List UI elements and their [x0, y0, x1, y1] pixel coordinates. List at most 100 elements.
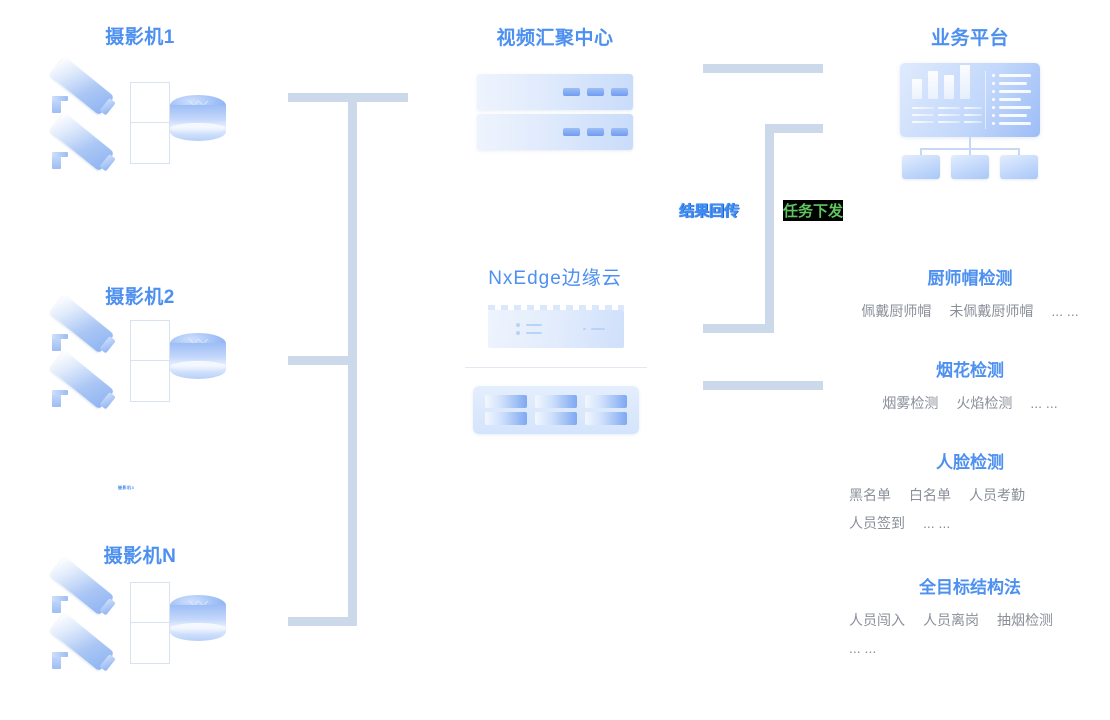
detection-items-chef-hat: 佩戴厨师帽未佩戴厨师帽... ...: [830, 297, 1110, 325]
router-band: [170, 623, 226, 634]
dashboard-separator: [985, 71, 986, 129]
camera-bracket-line: [169, 82, 170, 164]
platform-tree-drop: [969, 148, 971, 156]
flow-label-task-dispatch: 任务下发: [783, 200, 844, 221]
task-bus-bottom-arm: [703, 324, 774, 333]
video-center-title: 视频汇聚中心: [496, 28, 614, 49]
task-bus-vertical: [765, 124, 774, 333]
chip-mark: [583, 328, 586, 330]
detection-items-full-target: 人员闯入人员离岗抽烟检测 ... ...: [830, 606, 1110, 662]
dashboard-row: [999, 90, 1031, 93]
dashboard-row: [999, 106, 1031, 109]
camera-mount-icon: [52, 390, 68, 407]
chip-teeth: [488, 305, 624, 310]
detection-item: 人员签到: [849, 515, 905, 531]
blade-slot: [585, 412, 627, 425]
dashboard-bullet: [992, 106, 995, 109]
detection-row: 佩戴厨师帽未佩戴厨师帽... ...: [830, 297, 1110, 325]
camera-to-router-line: [130, 122, 172, 123]
edge-cloud-title: NxEdge边缘云: [488, 268, 622, 289]
rack-led-icon: [611, 128, 628, 136]
camera-group-1-title: 摄影机1: [105, 27, 175, 48]
platform-bus-top: [703, 64, 823, 73]
detection-title-fireworks: 烟花检测: [936, 361, 1004, 380]
rack-led-icon: [587, 128, 604, 136]
detection-item: ... ...: [1051, 303, 1079, 319]
dashboard-bar: [944, 75, 954, 99]
platform-tree-drop: [1018, 148, 1020, 156]
blade-slot: [485, 395, 527, 408]
dashboard-line: [964, 114, 982, 116]
edge-blade-server-icon: [473, 386, 639, 434]
dashboard-line: [964, 107, 982, 109]
camera-bus-branch-top: [288, 93, 408, 102]
edge-cloud-divider: [465, 367, 647, 368]
dashboard-bullet: [992, 98, 995, 101]
detection-item: 抽烟检测: [997, 612, 1053, 628]
detection-row: 烟雾检测火焰检测... ...: [830, 389, 1110, 417]
dashboard-bullet: [992, 82, 995, 85]
dashboard-bullet: [992, 90, 995, 93]
dashboard-bullet: [992, 114, 995, 117]
router-band: [170, 361, 226, 372]
camera-to-router-line: [130, 360, 172, 361]
detection-item: 烟雾检测: [882, 395, 939, 411]
camera-link-line: [130, 401, 170, 402]
dashboard-line: [964, 121, 982, 123]
blade-slot: [485, 412, 527, 425]
detection-items-face: 黑名单白名单人员考勤 人员签到... ...: [830, 481, 1110, 537]
platform-tree-stem: [969, 137, 971, 149]
dashboard-line: [938, 114, 960, 116]
detection-item: 人员考勤: [969, 487, 1025, 503]
camera-bracket-line: [130, 320, 131, 402]
detection-items-fireworks: 烟雾检测火焰检测... ...: [830, 389, 1110, 417]
dashboard-row: [999, 98, 1021, 101]
camera-mount-icon: [52, 652, 68, 669]
video-center-rack-unit: [477, 74, 633, 110]
detection-bus-bottom: [703, 381, 823, 390]
camera-link-line: [130, 82, 170, 83]
rack-led-icon: [611, 88, 628, 96]
camera-bracket-line: [130, 82, 131, 164]
micro-text-artifact: 摄影机3: [118, 485, 135, 490]
dashboard-line: [938, 121, 960, 123]
detection-row: 黑名单白名单人员考勤: [840, 481, 1110, 509]
router-icon: ⤬⤬: [170, 95, 226, 151]
rack-led-icon: [563, 128, 580, 136]
camera-mount-icon: [52, 596, 68, 613]
camera-bus-branch-bottom: [288, 617, 357, 626]
rack-led-icon: [563, 88, 580, 96]
detection-title-face: 人脸检测: [936, 453, 1004, 472]
router-band: [170, 123, 226, 134]
dashboard-row: [999, 122, 1031, 125]
camera-link-line: [130, 320, 170, 321]
detection-item: 佩戴厨师帽: [861, 303, 932, 319]
camera-bus-branch-middle: [288, 356, 357, 365]
dashboard-bar: [960, 65, 970, 99]
blade-slot: [535, 395, 577, 408]
dashboard-bar: [928, 71, 938, 99]
flow-label-result-upload: 结果回传: [679, 203, 740, 220]
blade-slot: [535, 412, 577, 425]
chip-mark: [516, 323, 520, 327]
detection-title-full-target: 全目标结构法: [919, 578, 1021, 597]
router-icon: ⤬⤬: [170, 595, 226, 651]
camera-group-2-title: 摄影机2: [105, 287, 175, 308]
detection-row: 人员闯入人员离岗抽烟检测: [840, 606, 1110, 634]
rack-led-icon: [587, 88, 604, 96]
camera-group-n-title: 摄影机N: [103, 546, 177, 567]
dashboard-bullet: [992, 74, 995, 77]
dashboard-line: [938, 107, 960, 109]
platform-node-box: [902, 155, 940, 179]
camera-link-line: [130, 582, 170, 583]
platform-node-box: [1000, 155, 1038, 179]
platform-title: 业务平台: [930, 28, 1009, 49]
detection-item: 人员离岗: [923, 612, 979, 628]
edge-chip-icon: [488, 305, 624, 348]
chip-mark: [591, 328, 605, 330]
dashboard-line: [912, 121, 934, 123]
blade-slot: [585, 395, 627, 408]
detection-item: 黑名单: [849, 487, 891, 503]
detection-title-chef-hat: 厨师帽检测: [927, 269, 1013, 288]
chip-mark: [516, 331, 520, 335]
